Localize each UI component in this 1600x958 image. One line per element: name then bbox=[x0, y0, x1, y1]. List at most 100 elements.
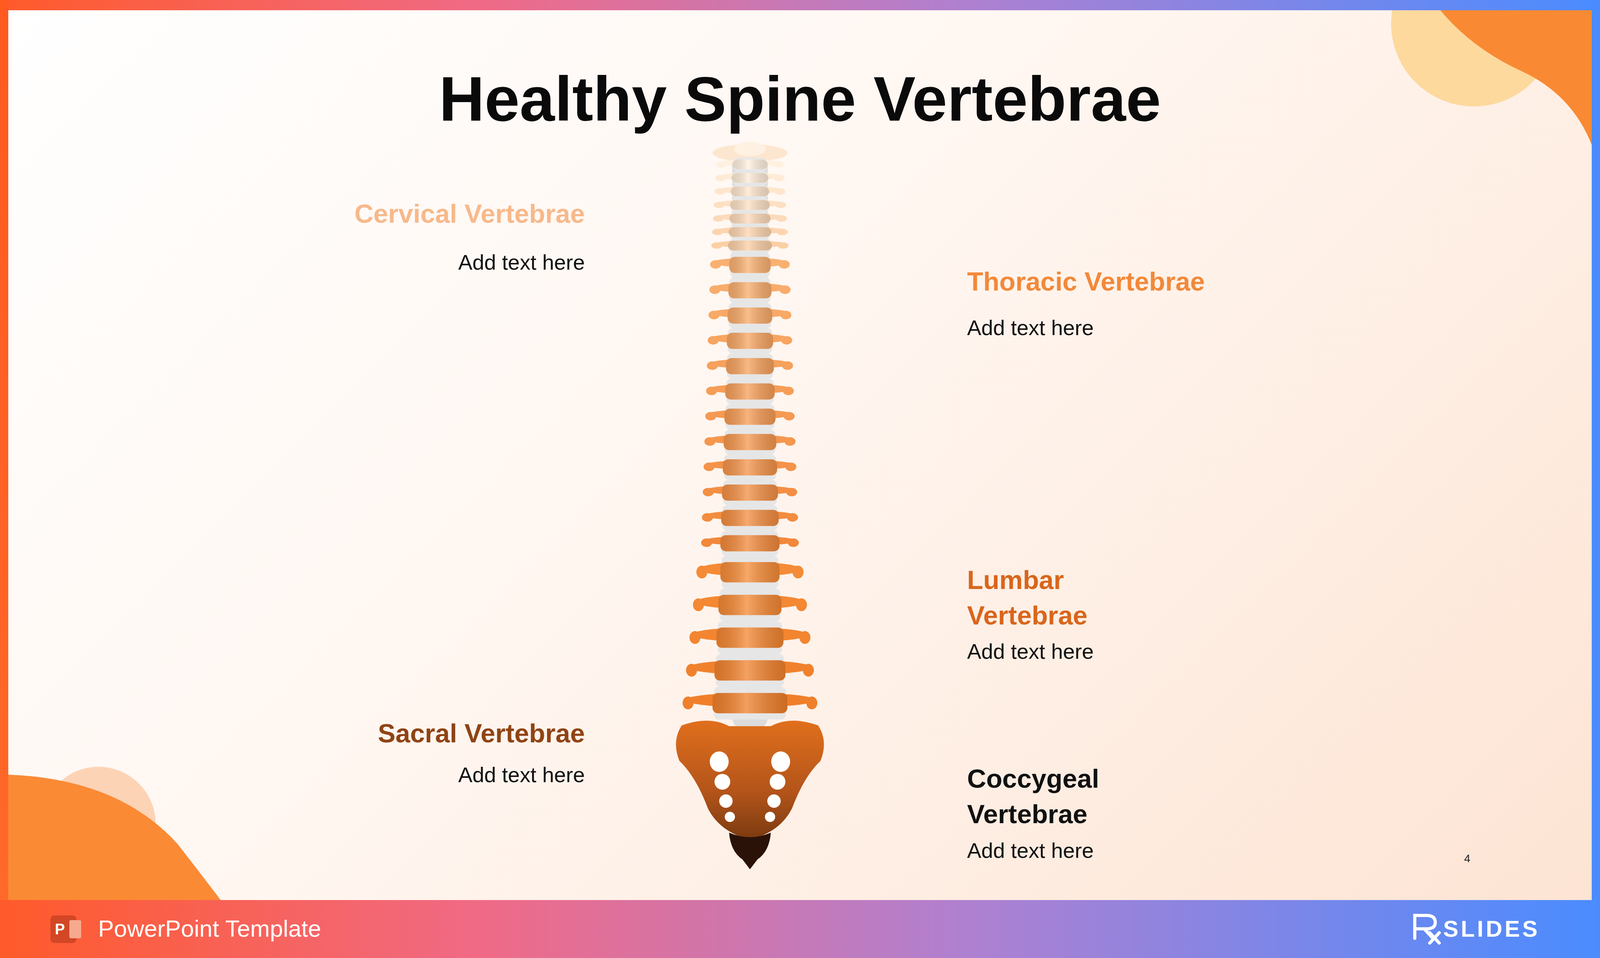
lumbar-vertebra-process bbox=[792, 565, 804, 579]
lumbar-vertebra-body bbox=[718, 594, 782, 615]
sacrum bbox=[675, 720, 824, 840]
lumbar-vertebra-body bbox=[720, 561, 780, 583]
lumbar-vertebra-process bbox=[686, 663, 698, 677]
cervical-vertebra-shading bbox=[730, 200, 771, 211]
thoracic-vertebra-body bbox=[721, 509, 779, 526]
thoracic-vertebra-body bbox=[729, 256, 771, 274]
section-heading: Thoracic Vertebrae bbox=[967, 264, 1322, 299]
sacral-foramen bbox=[767, 794, 781, 808]
cervical-vertebra-process bbox=[772, 161, 784, 168]
thoracic-vertebra-body bbox=[728, 282, 772, 299]
thoracic-vertebra-body bbox=[727, 307, 773, 324]
cervical-vertebra-body bbox=[731, 173, 769, 183]
thoracic-vertebra-shading bbox=[726, 332, 773, 349]
thoracic-vertebra-process bbox=[786, 513, 799, 522]
cervical-vertebra-process bbox=[714, 188, 726, 195]
brand-logo-mark bbox=[1414, 915, 1440, 943]
lumbar-vertebra-process bbox=[682, 696, 694, 709]
cervical-vertebra-body bbox=[727, 240, 773, 251]
thoracic-vertebra-body bbox=[725, 383, 775, 400]
body-text: Add text here bbox=[230, 248, 585, 276]
thoracic-vertebra-shading bbox=[720, 534, 780, 551]
thoracic-vertebra-process bbox=[708, 310, 720, 320]
thoracic-vertebra-process bbox=[704, 437, 716, 446]
thoracic-vertebra-process bbox=[705, 411, 717, 421]
cervical-vertebra-process bbox=[715, 174, 727, 181]
thoracic-vertebra-shading bbox=[724, 408, 776, 425]
thoracic-vertebra-process bbox=[702, 487, 714, 497]
thoracic-vertebra-body bbox=[721, 484, 778, 501]
cervical-vertebra-shading bbox=[730, 186, 769, 197]
lumbar-vertebra-shading bbox=[712, 692, 788, 713]
cervical-vertebra-body bbox=[730, 186, 769, 197]
lumbar-vertebra-process bbox=[799, 630, 811, 644]
thoracic-vertebra-process bbox=[707, 335, 719, 345]
cervical-vertebra-process bbox=[712, 215, 724, 222]
atlas-vertebra bbox=[734, 141, 766, 157]
thoracic-vertebra-shading bbox=[728, 282, 772, 299]
thoracic-vertebra-process bbox=[778, 260, 790, 269]
thoracic-vertebra-process bbox=[784, 437, 796, 446]
sacral-foramen bbox=[771, 751, 791, 772]
app-icon-page bbox=[69, 919, 82, 938]
thoracic-vertebra-body bbox=[724, 408, 776, 425]
cervical-vertebra-shading bbox=[728, 226, 772, 237]
thoracic-vertebra-process bbox=[786, 487, 798, 497]
thoracic-vertebra-process bbox=[701, 513, 713, 522]
cervical-vertebra-process bbox=[711, 242, 723, 249]
thoracic-vertebra-shading bbox=[729, 256, 771, 274]
lumbar-vertebra-process bbox=[689, 630, 701, 644]
lumbar-vertebra-body bbox=[712, 692, 788, 713]
thoracic-vertebra-process bbox=[706, 361, 719, 371]
cervical-vertebra-process bbox=[774, 188, 786, 195]
thoracic-vertebra-body bbox=[725, 357, 774, 374]
cervical-vertebra-body bbox=[729, 213, 771, 224]
thoracic-vertebra-process bbox=[781, 361, 793, 371]
thoracic-vertebra-process bbox=[701, 538, 713, 547]
thoracic-vertebra-shading bbox=[721, 509, 779, 526]
section-heading: Sacral Vertebrae bbox=[230, 715, 585, 751]
cervical-vertebra-body bbox=[730, 200, 771, 211]
lumbar-vertebra-body bbox=[716, 627, 784, 648]
brand-logo-text: SLIDES bbox=[1443, 914, 1600, 943]
thoracic-vertebra-process bbox=[787, 538, 799, 547]
lumbar-vertebra-shading bbox=[718, 594, 782, 615]
section-heading: Cervical Vertebrae bbox=[230, 196, 585, 231]
body-text: Add text here bbox=[230, 760, 585, 789]
coccyx bbox=[729, 832, 771, 869]
lumbar-vertebra-process bbox=[802, 663, 814, 677]
sacral-foramen bbox=[724, 811, 735, 822]
cervical-vertebra-process bbox=[775, 201, 787, 209]
sacral-foramen bbox=[709, 751, 729, 772]
thoracic-vertebra-body bbox=[723, 433, 777, 451]
slide-title: Healthy Spine Vertebrae bbox=[0, 59, 1600, 139]
thoracic-vertebra-shading bbox=[727, 307, 773, 324]
lumbar-vertebra-process bbox=[692, 598, 704, 611]
thoracic-vertebra-process bbox=[709, 285, 721, 294]
lumbar-vertebra-shading bbox=[716, 627, 784, 648]
body-text: Add text here bbox=[967, 836, 1322, 864]
body-text: Add text here bbox=[967, 313, 1322, 342]
lumbar-vertebra-shading bbox=[720, 561, 780, 583]
thoracic-vertebra-process bbox=[779, 285, 791, 294]
thoracic-vertebra-shading bbox=[725, 383, 775, 400]
cervical-vertebra-body bbox=[728, 226, 772, 237]
cervical-vertebra-process bbox=[777, 242, 789, 249]
cervical-vertebra-shading bbox=[727, 240, 773, 251]
top-bar bbox=[0, 0, 1600, 11]
thoracic-vertebra-shading bbox=[721, 484, 778, 501]
thoracic-vertebra-body bbox=[720, 534, 780, 551]
thoracic-vertebra-process bbox=[706, 386, 718, 396]
cervical-vertebra-process bbox=[712, 228, 724, 235]
cervical-vertebra-process bbox=[716, 161, 728, 168]
cervical-vertebra-shading bbox=[729, 213, 771, 224]
decor-blob bbox=[1438, 7, 1593, 146]
decor-blob bbox=[8, 774, 221, 900]
cervical-vertebra-process bbox=[776, 228, 788, 235]
cervical-vertebra-body bbox=[732, 159, 768, 170]
lumbar-vertebra-process bbox=[806, 696, 818, 709]
thoracic-vertebra-shading bbox=[725, 357, 774, 374]
left-border bbox=[0, 0, 9, 958]
